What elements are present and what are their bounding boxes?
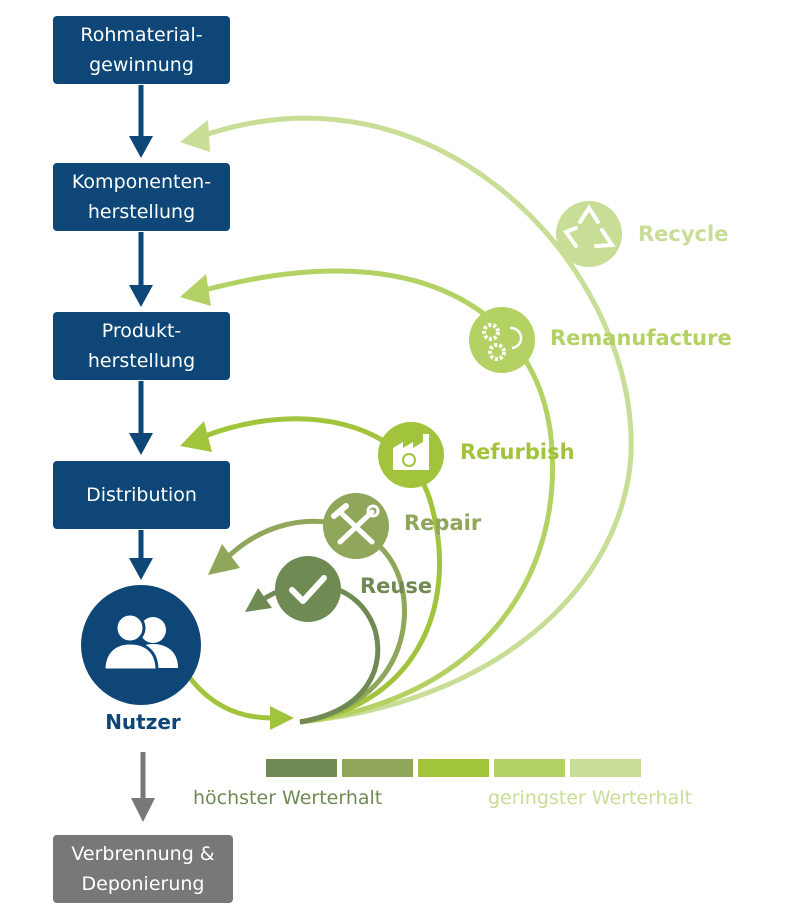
- gears-icon: [469, 307, 535, 373]
- stage-komponenten: Komponenten- herstellung: [53, 163, 230, 231]
- stage-produkt-line-1: Produkt-: [101, 320, 182, 342]
- legend-bar-5: [570, 759, 641, 777]
- legend-bar-2: [342, 759, 413, 777]
- label-repair: Repair: [404, 511, 482, 535]
- users-icon: [102, 612, 178, 672]
- legend-right-label: geringster Werterhalt: [488, 787, 693, 809]
- loop-remanufacture: [180, 268, 556, 725]
- loop-refurbish: [180, 416, 443, 725]
- legend-left-label: höchster Werterhalt: [193, 787, 383, 809]
- stage-verbrennung: Verbrennung & Deponierung: [53, 835, 233, 903]
- arrowhead-3: [129, 433, 153, 455]
- flow-arrows: [129, 85, 155, 822]
- stage-distribution-line-1: Distribution: [86, 484, 197, 506]
- legend-bar-4: [494, 759, 565, 777]
- loop-recycle: [180, 115, 634, 725]
- recycle-icon: [556, 201, 622, 267]
- label-recycle: Recycle: [638, 222, 729, 246]
- nutzer-return-arrow: [188, 676, 294, 730]
- label-remanufacture: Remanufacture: [550, 326, 732, 350]
- arrowhead-4: [129, 558, 153, 580]
- stage-rohmaterial-line-1: Rohmaterial-: [80, 24, 203, 46]
- stage-produkt: Produkt- herstellung: [53, 312, 230, 380]
- stage-komponenten-line-1: Komponenten-: [71, 171, 212, 193]
- label-reuse: Reuse: [360, 574, 433, 598]
- stage-rohmaterial-line-2: gewinnung: [89, 54, 194, 76]
- factory-icon: [378, 422, 444, 488]
- tools-icon: [323, 493, 389, 559]
- user-node: [81, 585, 201, 705]
- legend-bar-1: [266, 759, 337, 777]
- label-refurbish: Refurbish: [460, 440, 575, 464]
- stage-verbrennung-line-2: Deponierung: [81, 873, 205, 895]
- legend-bar-3: [418, 759, 489, 777]
- user-label: Nutzer: [105, 710, 181, 734]
- arrowhead-2: [129, 285, 153, 307]
- stage-komponenten-line-2: herstellung: [87, 201, 196, 223]
- stage-distribution: Distribution: [53, 461, 230, 529]
- arrowhead-1: [129, 136, 153, 158]
- stage-produkt-line-2: herstellung: [87, 350, 196, 372]
- legend-bars: [266, 759, 641, 777]
- loop-repair: [208, 518, 407, 725]
- stage-rohmaterial: Rohmaterial- gewinnung: [53, 16, 230, 84]
- stage-verbrennung-line-1: Verbrennung &: [71, 843, 215, 865]
- arrowhead-5: [131, 798, 155, 822]
- checkmark-icon: [275, 556, 341, 622]
